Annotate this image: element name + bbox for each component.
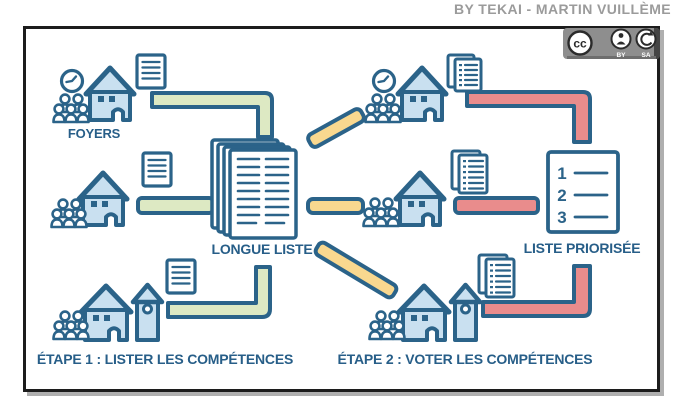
household-group-bottom-left bbox=[54, 258, 197, 340]
license-badge: cc BY SA bbox=[563, 28, 660, 59]
people-icon bbox=[54, 95, 89, 122]
household-group-top-left bbox=[54, 53, 167, 122]
label-etape-2: ÉTAPE 2 : VOTER LES COMPÉTENCES bbox=[337, 351, 593, 367]
connector-green-top-left bbox=[150, 91, 274, 139]
numbered-document-icon bbox=[450, 149, 489, 195]
connector-green-mid-left bbox=[136, 196, 215, 215]
people-icon bbox=[54, 312, 89, 339]
cc-sa-icon: SA bbox=[635, 28, 657, 59]
cc-by-label: BY bbox=[616, 52, 626, 59]
document-icon bbox=[141, 151, 173, 188]
priority-rank-1: 1 bbox=[557, 164, 566, 183]
house-icon bbox=[398, 68, 446, 120]
connector-yellow-diagonal-top bbox=[306, 107, 366, 149]
long-list-icon bbox=[210, 138, 298, 240]
document-icon bbox=[135, 53, 167, 90]
house-icon bbox=[79, 173, 127, 225]
priority-rank-3: 3 bbox=[557, 208, 566, 227]
document-icon bbox=[165, 258, 197, 295]
label-foyers: FOYERS bbox=[67, 126, 121, 141]
flow-transition-yellow-connectors bbox=[306, 107, 399, 300]
connector-green-bottom-left bbox=[166, 265, 272, 319]
household-group-mid-left bbox=[52, 151, 173, 227]
label-liste-priorisee: LISTE PRIORISÉE bbox=[523, 240, 641, 256]
attribution-text: BY TEKAI - MARTIN VUILLÈME bbox=[453, 1, 671, 17]
numbered-document-icon bbox=[477, 253, 516, 299]
clock-icon bbox=[59, 68, 85, 94]
house-icon bbox=[396, 173, 444, 225]
cc-by-icon: BY bbox=[610, 28, 632, 59]
connector-yellow-straight bbox=[306, 197, 365, 215]
connector-red-mid-right bbox=[453, 196, 540, 215]
people-icon bbox=[370, 312, 405, 339]
priority-rank-2: 2 bbox=[557, 186, 566, 205]
connector-red-bottom-right bbox=[481, 264, 592, 318]
cc-sa-label: SA bbox=[641, 52, 650, 59]
people-icon bbox=[52, 200, 87, 227]
connector-red-top-right bbox=[465, 90, 592, 144]
numbered-document-icon bbox=[446, 53, 483, 93]
priority-list-icon: 1 2 3 bbox=[546, 150, 620, 234]
connector-yellow-diagonal-bottom bbox=[313, 240, 399, 300]
label-etape-1: ÉTAPE 1 : LISTER LES COMPÉTENCES bbox=[36, 351, 294, 367]
people-icon bbox=[364, 199, 399, 226]
cc-icon: cc bbox=[567, 30, 593, 56]
house-icon bbox=[86, 68, 134, 120]
label-longue-liste: LONGUE LISTE bbox=[211, 241, 313, 257]
house-tower-icon bbox=[81, 285, 162, 340]
clock-icon bbox=[371, 68, 397, 94]
house-tower-icon bbox=[399, 285, 480, 340]
people-icon bbox=[366, 95, 401, 122]
svg-text:cc: cc bbox=[573, 37, 587, 51]
household-group-top-right bbox=[366, 53, 483, 122]
flow-step2-red-connectors bbox=[453, 90, 592, 318]
